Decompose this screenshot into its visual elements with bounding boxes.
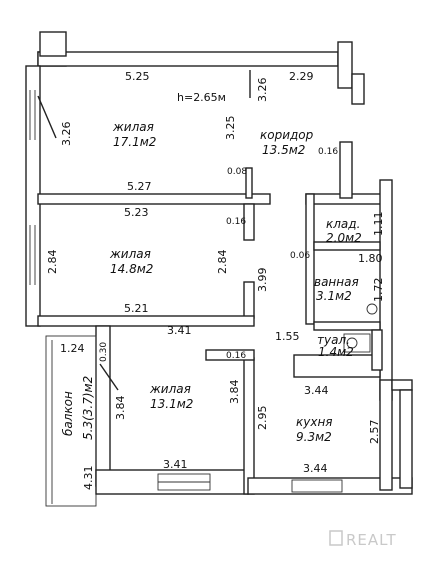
- room-label-area: 2.0м2: [326, 231, 362, 245]
- dimension-label: 1.24: [60, 342, 85, 355]
- dimension-label: 5.23: [124, 206, 149, 219]
- dimension-label: 0.30: [99, 342, 109, 362]
- room-label-area: 17.1м2: [113, 135, 156, 149]
- room-label-area: 5.3(3.7)м2: [81, 376, 95, 440]
- wall-kitchen-right: [379, 379, 393, 491]
- room-label-name: ванная: [314, 275, 359, 289]
- wall-room1-room2: [37, 193, 271, 205]
- room-label-area: 3.1м2: [316, 289, 352, 303]
- dimension-label: 0.16: [318, 147, 338, 157]
- dimension-label: 0.08: [227, 167, 247, 177]
- room-label-name: балкон: [61, 391, 75, 436]
- dimension-label: 0.06: [290, 251, 310, 261]
- room-label-name: жилая: [149, 382, 191, 396]
- dimension-label: 3.44: [303, 462, 328, 475]
- wall-right-pillar-2: [351, 73, 365, 105]
- dimension-label: 5.21: [124, 302, 149, 315]
- wall-top: [37, 51, 339, 67]
- dimension-label: 2.57: [368, 420, 381, 445]
- wall-bath-toilet: [313, 321, 381, 331]
- dimension-label: 1.55: [275, 330, 300, 343]
- dimension-label: 3.25: [224, 116, 237, 141]
- dimension-label: 2.84: [216, 250, 229, 275]
- dimension-label: 4.31: [82, 466, 95, 491]
- room-label-name: туал.: [317, 333, 350, 347]
- toilet-icon: [343, 333, 371, 353]
- dimension-label: 3.26: [60, 122, 73, 147]
- room-label-area: 9.3м2: [296, 430, 332, 444]
- watermark-text: REALT: [346, 531, 397, 549]
- wall-bath-left: [305, 193, 315, 325]
- dimension-label: 3.26: [256, 78, 269, 103]
- room-label-name: коридор: [260, 128, 314, 142]
- dimension-label: 3.84: [228, 380, 241, 405]
- wall-top-left-pillar: [39, 31, 67, 57]
- dimension-label: 3.99: [256, 268, 269, 293]
- dimension-label: 5.27: [127, 180, 152, 193]
- wall-room2-right: [243, 203, 255, 241]
- room-labels: h=2.65м жилая 17.1м2 коридор 13.5м2 жила…: [61, 91, 362, 444]
- dimension-label: 0.16: [226, 351, 246, 361]
- dimension-label: 5.25: [125, 70, 150, 83]
- dimension-label: 3.84: [114, 396, 127, 421]
- dimension-label: 0.16: [226, 217, 246, 227]
- watermark: REALT: [329, 530, 397, 549]
- dimension-label: 2.84: [46, 250, 59, 275]
- dimension-label: 2.29: [289, 70, 314, 83]
- walls: [25, 31, 413, 507]
- dimension-label: 3.44: [304, 384, 329, 397]
- dimension-label: 3.41: [167, 324, 192, 337]
- washbasin-icon: [366, 303, 378, 315]
- wall-room2-room3: [37, 315, 255, 327]
- watermark-logo-icon: [329, 530, 343, 546]
- dimension-label: 1.11: [372, 212, 385, 237]
- room-label-area: 13.5м2: [262, 143, 305, 157]
- room-label-name: жилая: [112, 120, 154, 134]
- dimension-label: 1.80: [358, 252, 383, 265]
- room-label-name: кухня: [296, 415, 333, 429]
- dimension-label: 1.72: [372, 278, 385, 303]
- dimensions: 5.25 3.26 3.25 5.27 3.26 2.29 0.16 0.08 …: [46, 70, 385, 490]
- room-label-area: 1.4м2: [318, 345, 354, 359]
- room-label-area: 13.1м2: [150, 397, 193, 411]
- window-kitchen: [291, 479, 343, 493]
- dimension-label: 3.41: [163, 458, 188, 471]
- dimension-label: 2.95: [256, 406, 269, 431]
- balcony-outline: [45, 335, 97, 507]
- wall-room3-kitchen: [243, 357, 255, 495]
- room-label-name: жилая: [109, 247, 151, 261]
- room-label-area: 14.8м2: [110, 262, 153, 276]
- ceiling-height: h=2.65м: [177, 91, 226, 104]
- room-label-name: клад.: [326, 217, 360, 231]
- wall-right-pillar: [337, 41, 353, 89]
- wall-klad-bath: [313, 241, 381, 251]
